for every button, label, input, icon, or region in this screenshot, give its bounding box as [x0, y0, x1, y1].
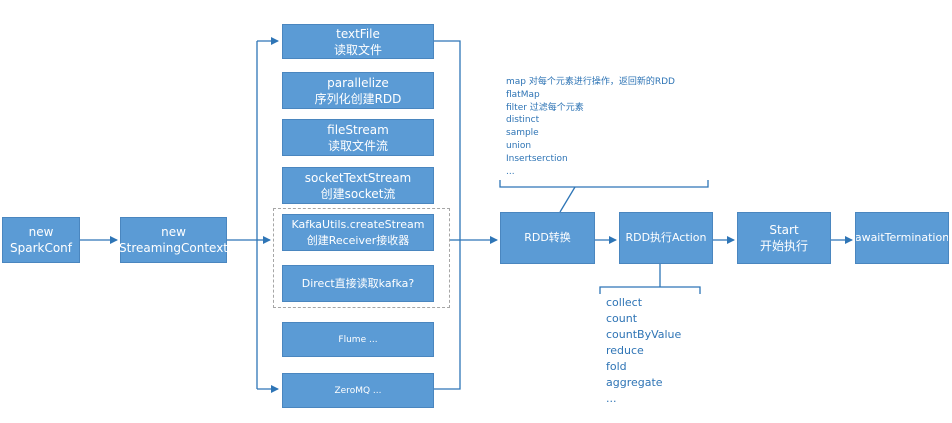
- textfile-line1: textFile: [336, 26, 380, 41]
- transform-note-bracket: [499, 180, 709, 188]
- action-op-aggregate: aggregate: [606, 376, 663, 389]
- line-zeromq-out: [434, 240, 461, 390]
- sockettextstream-line2: 创建socket流: [320, 186, 396, 201]
- action-op-ellipsis: ...: [606, 392, 617, 405]
- rdd-action-label: RDD执行Action: [625, 231, 707, 244]
- start-box: Start 开始执行: [737, 212, 831, 264]
- new-streamingcontext-line1: new: [161, 225, 186, 239]
- flume-box: Flume ...: [282, 322, 434, 357]
- kafka-createstream-line2: 创建Receiver接收器: [306, 233, 410, 247]
- action-list-bracket: [599, 286, 701, 294]
- new-sparkconf-box: new SparkConf: [2, 217, 80, 263]
- textfile-box: textFile 读取文件: [282, 24, 434, 59]
- start-line1: Start: [769, 223, 799, 237]
- flume-label: Flume ...: [338, 334, 378, 345]
- direct-kafka-label: Direct直接读取kafka?: [301, 276, 415, 290]
- sockettextstream-box: socketTextStream 创建socket流: [282, 167, 434, 204]
- transform-op-ellipsis: ...: [506, 166, 515, 177]
- direct-kafka-box: Direct直接读取kafka?: [282, 265, 434, 302]
- transform-note-connector: [559, 186, 576, 213]
- textfile-line2: 读取文件: [333, 42, 382, 57]
- action-ops-list: collect count countByValue reduce fold a…: [606, 295, 681, 407]
- filestream-line2: 读取文件流: [327, 138, 388, 153]
- action-op-count: count: [606, 312, 638, 325]
- start-line2: 开始执行: [759, 239, 808, 253]
- parallelize-line1: parallelize: [327, 75, 389, 90]
- action-op-reduce: reduce: [606, 344, 644, 357]
- transform-op-filter: filter 过滤每个元素: [506, 102, 584, 113]
- kafka-createstream-line1: KafkaUtils.createStream: [291, 217, 425, 231]
- rdd-transform-box: RDD转换: [500, 212, 595, 264]
- transform-op-insertserction: Insertserction: [506, 153, 568, 164]
- await-termination-label: awaitTermination: [855, 231, 949, 244]
- transform-ops-note: map 对每个元素进行操作，返回新的RDD flatMap filter 过滤每…: [506, 76, 675, 178]
- action-op-countbyvalue: countByValue: [606, 328, 682, 341]
- rdd-transform-label: RDD转换: [524, 231, 571, 244]
- zeromq-label: ZeroMQ ...: [334, 385, 382, 396]
- filestream-line1: fileStream: [327, 122, 389, 137]
- kafka-receiver-group: [273, 208, 450, 308]
- parallelize-line2: 序列化创建RDD: [314, 91, 402, 106]
- transform-op-distinct: distinct: [506, 115, 540, 126]
- new-streamingcontext-box: new StreamingContext: [119, 217, 228, 263]
- transform-op-sample: sample: [506, 128, 539, 139]
- line-textfile-out: [434, 40, 461, 240]
- transform-op-union: union: [506, 140, 532, 151]
- await-termination-box: awaitTermination: [855, 212, 949, 264]
- new-sparkconf-line1: new: [28, 225, 54, 239]
- rdd-action-box: RDD执行Action: [619, 212, 713, 264]
- transform-op-map: map 对每个元素进行操作，返回新的RDD: [506, 77, 675, 87]
- action-op-fold: fold: [606, 360, 627, 373]
- transform-op-flatmap: flatMap: [506, 89, 540, 100]
- new-streamingcontext-line2: StreamingContext: [119, 241, 228, 255]
- parallelize-box: parallelize 序列化创建RDD: [282, 72, 434, 109]
- new-sparkconf-line2: SparkConf: [9, 241, 73, 255]
- sockettextstream-line1: socketTextStream: [304, 170, 412, 185]
- zeromq-box: ZeroMQ ...: [282, 373, 434, 408]
- kafka-createstream-box: KafkaUtils.createStream 创建Receiver接收器: [282, 214, 434, 251]
- filestream-box: fileStream 读取文件流: [282, 119, 434, 156]
- action-op-collect: collect: [606, 296, 643, 309]
